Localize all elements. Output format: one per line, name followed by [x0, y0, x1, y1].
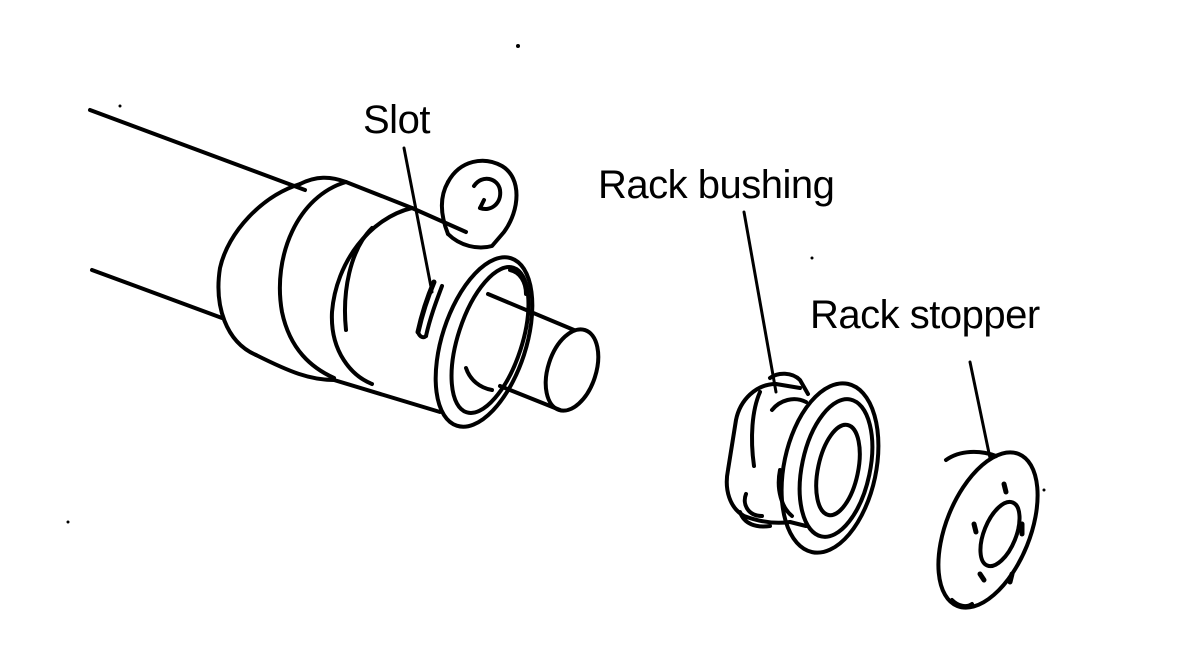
leader-rack-bushing: [742, 210, 778, 394]
leader-rack-stopper: [968, 360, 992, 460]
housing-body: [216, 175, 468, 414]
label-rack-stopper: Rack stopper: [810, 293, 1040, 337]
rack-housing-tube: [88, 108, 307, 320]
rack-stopper: [936, 449, 1040, 610]
label-slot: Slot: [363, 98, 430, 142]
label-rack-bushing: Rack bushing: [598, 163, 835, 207]
leader-slot: [402, 146, 434, 294]
rack-shaft: [464, 292, 601, 413]
leader-lines: [402, 146, 992, 460]
slot: [415, 279, 444, 340]
scan-specks: [66, 44, 1046, 524]
lock-ring: [433, 255, 535, 429]
lug-tab: [440, 158, 519, 250]
rack-bushing: [724, 371, 881, 555]
